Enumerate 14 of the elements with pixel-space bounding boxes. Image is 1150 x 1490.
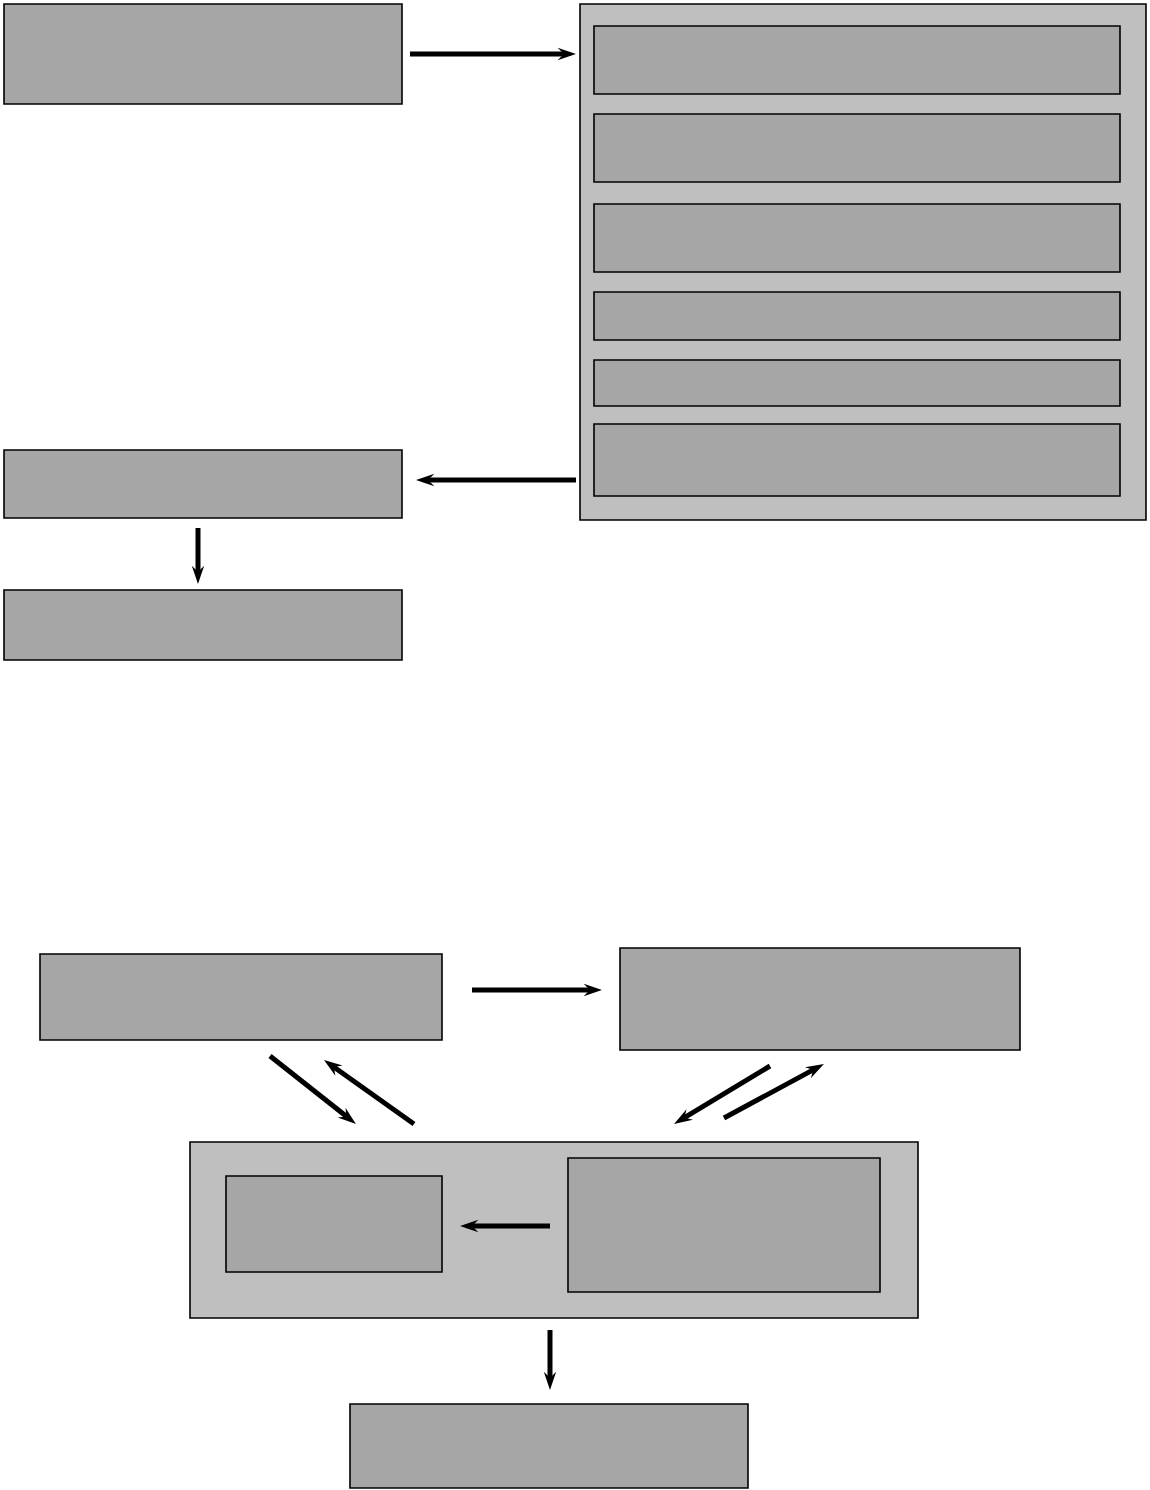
box (593, 359, 1121, 407)
box (3, 449, 403, 519)
box (3, 3, 403, 105)
box (3, 589, 403, 661)
box (567, 1157, 881, 1293)
box (225, 1175, 443, 1273)
box (593, 291, 1121, 341)
box (593, 25, 1121, 95)
box (593, 203, 1121, 273)
box (593, 423, 1121, 497)
box (593, 113, 1121, 183)
box (39, 953, 443, 1041)
box (349, 1403, 749, 1489)
box (619, 947, 1021, 1051)
